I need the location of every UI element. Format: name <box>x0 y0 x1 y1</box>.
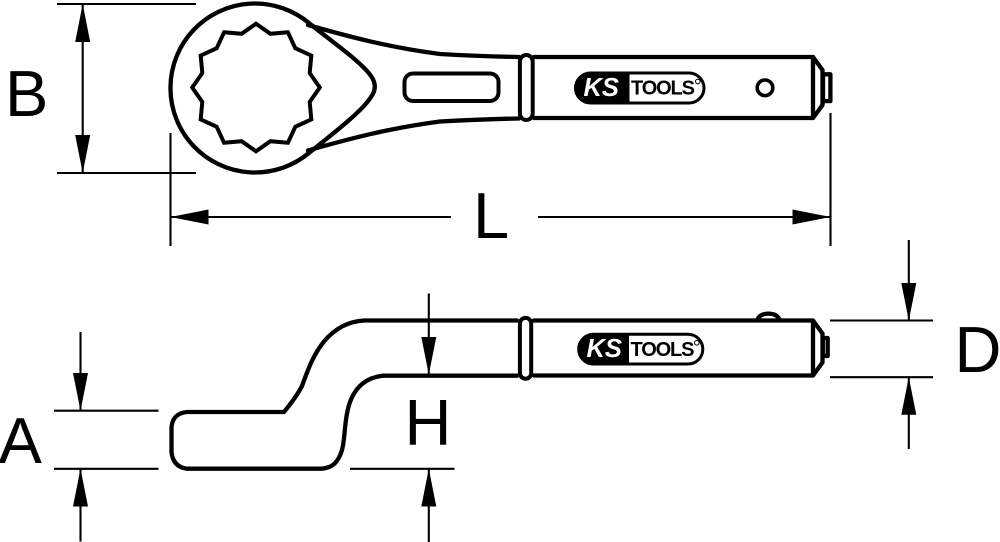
svg-text:KS: KS <box>584 74 619 102</box>
svg-text:H: H <box>405 386 452 459</box>
svg-text:KS: KS <box>587 335 622 363</box>
svg-text:L: L <box>473 179 509 252</box>
svg-text:TOOLS: TOOLS <box>631 339 695 361</box>
svg-text:TOOLS: TOOLS <box>631 78 695 100</box>
svg-text:A: A <box>0 404 43 477</box>
svg-text:B: B <box>5 57 48 130</box>
svg-text:D: D <box>955 313 1000 386</box>
